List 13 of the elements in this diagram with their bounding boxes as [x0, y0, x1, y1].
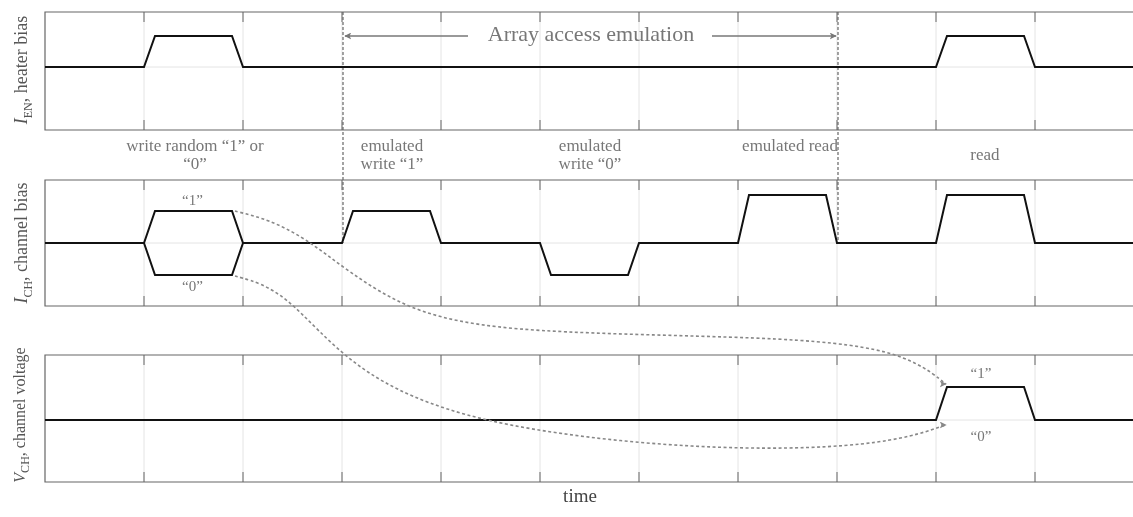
annotation-text: Array access emulation [486, 22, 696, 46]
logic-level-label: “1” [182, 192, 203, 209]
axis-label: time [562, 486, 598, 506]
dashed-arrow [234, 275, 947, 449]
phase-label: write random “1” or “0” [125, 137, 265, 173]
dashed-arrow [234, 210, 947, 385]
phase-label: emulated write “1” [359, 137, 425, 173]
phase-label: read [969, 146, 1001, 164]
logic-level-label: “0” [970, 427, 992, 445]
phase-label: emulated write “0” [557, 137, 623, 173]
logic-level-label: “1” [970, 364, 992, 382]
logic-level-label: “0” [182, 278, 203, 295]
phase-label: emulated read [741, 137, 839, 155]
